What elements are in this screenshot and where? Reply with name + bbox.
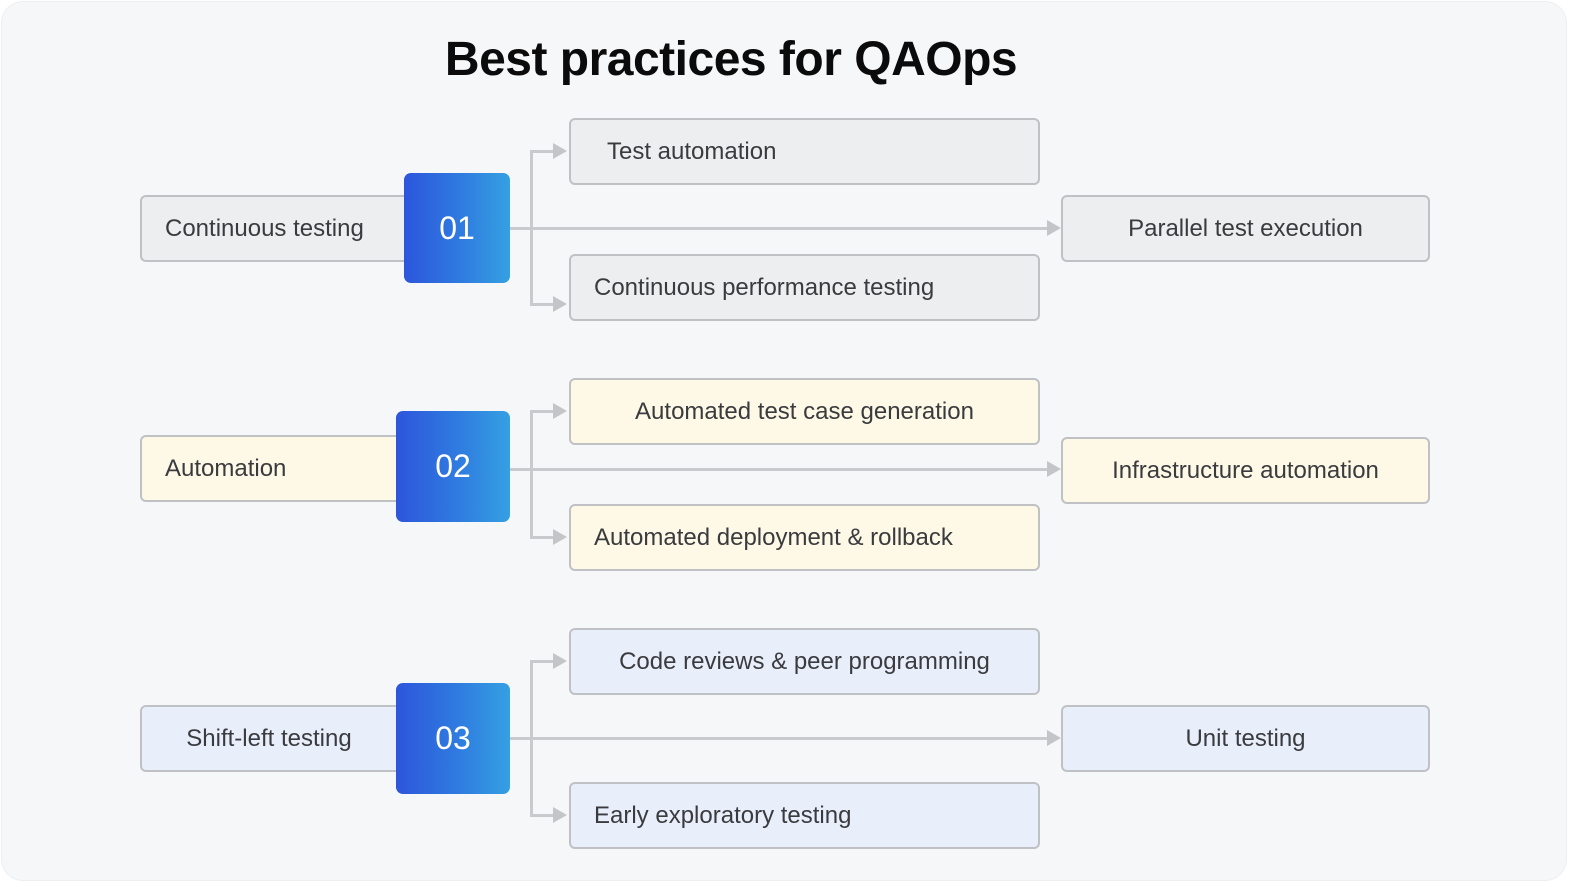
- connector-line-horizontal: [510, 227, 1050, 230]
- connector-line-horizontal: [510, 468, 1050, 471]
- branch-box-middle: Infrastructure automation: [1061, 437, 1430, 504]
- arrow-right-icon: [1047, 220, 1061, 236]
- arrow-right-icon: [553, 403, 567, 419]
- branch-text: Code reviews & peer programming: [619, 647, 990, 675]
- branch-box-bottom: Automated deployment & rollback: [569, 504, 1040, 571]
- practice-label-text: Shift-left testing: [186, 724, 352, 752]
- arrow-right-icon: [553, 296, 567, 312]
- branch-text: Automated deployment & rollback: [594, 523, 953, 551]
- practice-label-shift-left-testing: Shift-left testing: [140, 705, 410, 772]
- practice-number-badge: 02: [396, 411, 510, 522]
- branch-text: Continuous performance testing: [594, 273, 935, 301]
- practice-label-text: Automation: [165, 454, 287, 482]
- branch-box-top: Test automation: [569, 118, 1040, 185]
- arrow-right-icon: [553, 807, 567, 823]
- practice-number-text: 02: [435, 448, 471, 484]
- arrow-right-icon: [1047, 461, 1061, 477]
- branch-box-middle: Unit testing: [1061, 705, 1430, 772]
- diagram-title: Best practices for QAOps: [444, 33, 1018, 86]
- branch-text: Infrastructure automation: [1112, 456, 1379, 484]
- connector-line-vertical: [530, 410, 533, 539]
- connector-line-horizontal: [510, 737, 1050, 740]
- connector-line-bottom: [530, 536, 554, 539]
- arrow-right-icon: [553, 143, 567, 159]
- connector-line-vertical: [530, 660, 533, 817]
- arrow-right-icon: [553, 529, 567, 545]
- practice-number-badge: 03: [396, 683, 510, 794]
- branch-text: Early exploratory testing: [594, 801, 852, 829]
- practice-number-badge: 01: [404, 173, 510, 283]
- connector-line-top: [530, 660, 554, 663]
- practice-number-text: 01: [439, 209, 475, 246]
- branch-box-top: Code reviews & peer programming: [569, 628, 1040, 695]
- practice-label-continuous-testing: Continuous testing: [140, 195, 420, 262]
- branch-text: Unit testing: [1185, 724, 1306, 752]
- branch-text: Automated test case generation: [635, 397, 974, 425]
- connector-line-top: [530, 150, 554, 153]
- arrow-right-icon: [1047, 730, 1061, 746]
- branch-text: Parallel test execution: [1128, 214, 1363, 242]
- practice-label-automation: Automation: [140, 435, 410, 502]
- connector-line-bottom: [530, 814, 554, 817]
- connector-line-vertical: [530, 150, 533, 306]
- branch-box-bottom: Early exploratory testing: [569, 782, 1040, 849]
- connector-line-top: [530, 410, 554, 413]
- practice-number-text: 03: [435, 720, 471, 756]
- branch-box-bottom: Continuous performance testing: [569, 254, 1040, 321]
- connector-line-bottom: [530, 303, 554, 306]
- branch-text: Test automation: [607, 137, 777, 165]
- branch-box-top: Automated test case generation: [569, 378, 1040, 445]
- practice-label-text: Continuous testing: [165, 214, 364, 242]
- arrow-right-icon: [553, 653, 567, 669]
- branch-box-middle: Parallel test execution: [1061, 195, 1430, 262]
